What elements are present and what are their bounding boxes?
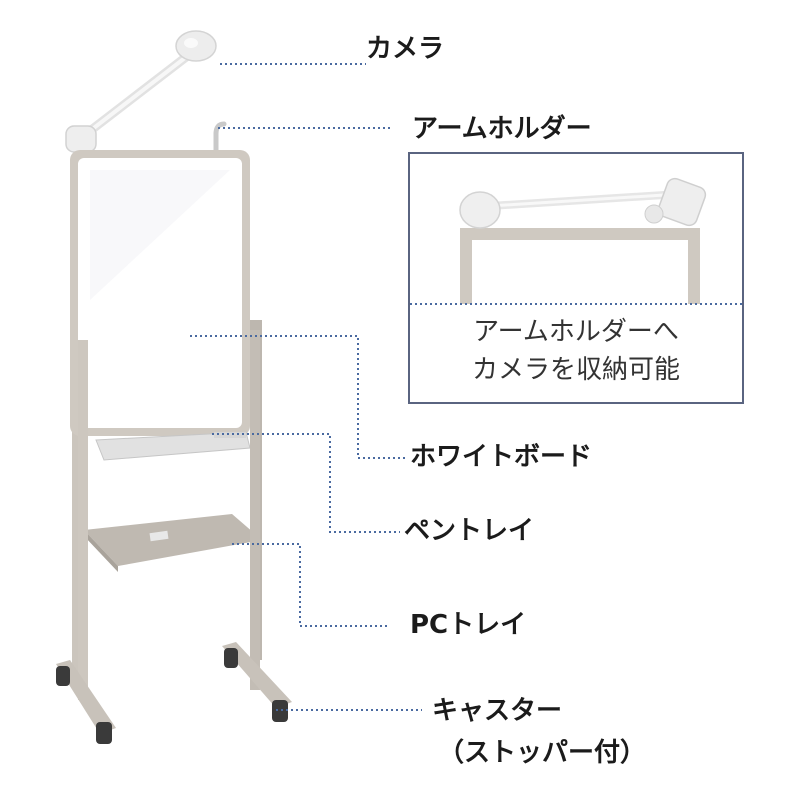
detail-illustration <box>410 177 742 305</box>
label-arm-holder: アームホルダー <box>412 114 592 144</box>
pc-tray <box>84 514 262 572</box>
label-caster-stopper: （ストッパー付） <box>438 738 647 768</box>
label-whiteboard: ホワイトボード <box>410 442 593 472</box>
caster-icon <box>56 648 288 744</box>
label-pen-tray: ペントレイ <box>404 516 535 546</box>
arm-clamp-icon <box>459 191 501 229</box>
stand-legs <box>78 330 260 700</box>
camera-stowed-icon <box>657 177 707 227</box>
detail-caption: アームホルダーへ カメラを収納可能 <box>410 314 742 389</box>
pen-tray <box>95 431 251 461</box>
camera-icon <box>175 30 217 62</box>
leader-lines <box>190 63 422 711</box>
detail-caption-line2: カメラを収納可能 <box>471 354 680 385</box>
detail-caption-line1: アームホルダーへ <box>473 317 679 347</box>
label-pc-tray: PCトレイ <box>410 610 527 640</box>
label-caster: キャスター <box>432 696 563 726</box>
whiteboard-panel <box>70 150 250 436</box>
detail-inset: アームホルダーへ カメラを収納可能 <box>408 152 744 404</box>
arm-holder-hook <box>213 121 227 163</box>
arm-clamp <box>65 125 97 153</box>
base-feet <box>56 642 292 734</box>
label-camera: カメラ <box>366 34 445 64</box>
camera-arm <box>81 49 195 139</box>
